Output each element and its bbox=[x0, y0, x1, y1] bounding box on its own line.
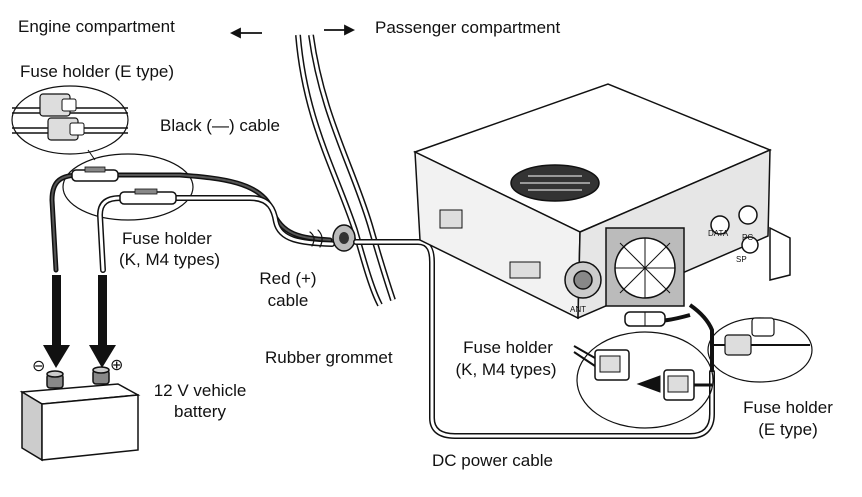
dc-power-cable-label: DC power cable bbox=[432, 451, 553, 470]
red-cable-label-2: cable bbox=[267, 291, 309, 310]
black-cable-label: Black (—) cable bbox=[160, 116, 280, 135]
vehicle-battery bbox=[19, 366, 141, 462]
arrow-right-icon bbox=[324, 24, 356, 36]
ant-jack-label: ANT bbox=[570, 305, 586, 314]
passenger-compartment-label: Passenger compartment bbox=[375, 18, 561, 37]
transceiver-radio bbox=[413, 83, 791, 320]
fuse-holder-e-top-label: Fuse holder (E type) bbox=[20, 62, 175, 81]
battery-positive-icon: ⊕ bbox=[110, 357, 124, 374]
battery-label-2: battery bbox=[174, 402, 226, 421]
rubber-grommet-label: Rubber grommet bbox=[265, 348, 393, 367]
fuse-holder-k-m4-left-label-1: Fuse holder bbox=[122, 229, 212, 248]
fuse-holder-k-m4-right-label-1: Fuse holder bbox=[463, 338, 553, 357]
battery-label-1: 12 V vehicle bbox=[153, 381, 247, 400]
dc-power-cable-route bbox=[353, 239, 715, 439]
fuse-holder-e-right-label-2: (E type) bbox=[758, 420, 818, 439]
fuse-holder-k-m4-right-label-2: (K, M4 types) bbox=[455, 360, 557, 379]
firewall bbox=[295, 34, 396, 307]
engine-compartment-label: Engine compartment bbox=[18, 17, 175, 36]
battery-negative-icon: ⊖ bbox=[32, 358, 46, 375]
fuse-holder-right-assembly bbox=[573, 303, 813, 429]
black-cable bbox=[49, 166, 333, 273]
sp-jack-label: SP bbox=[736, 255, 747, 264]
fuse-holder-left-callout bbox=[62, 153, 194, 221]
transceiver-panel-text: ANT DATA PC SP bbox=[570, 229, 753, 314]
fuse-holder-e-callout bbox=[11, 85, 129, 161]
rubber-grommet bbox=[332, 224, 356, 252]
pc-jack-label: PC bbox=[742, 233, 753, 242]
direction-arrows bbox=[229, 24, 356, 39]
fuse-holder-k-m4-left-label-2: (K, M4 types) bbox=[119, 250, 221, 269]
data-jack-label: DATA bbox=[708, 229, 729, 238]
arrow-left-icon bbox=[229, 27, 262, 39]
battery-connection-arrows bbox=[43, 275, 116, 368]
fuse-holder-e-right-label-1: Fuse holder bbox=[743, 398, 833, 417]
red-cable bbox=[96, 188, 335, 273]
red-cable-label-1: Red (+) bbox=[259, 269, 317, 288]
